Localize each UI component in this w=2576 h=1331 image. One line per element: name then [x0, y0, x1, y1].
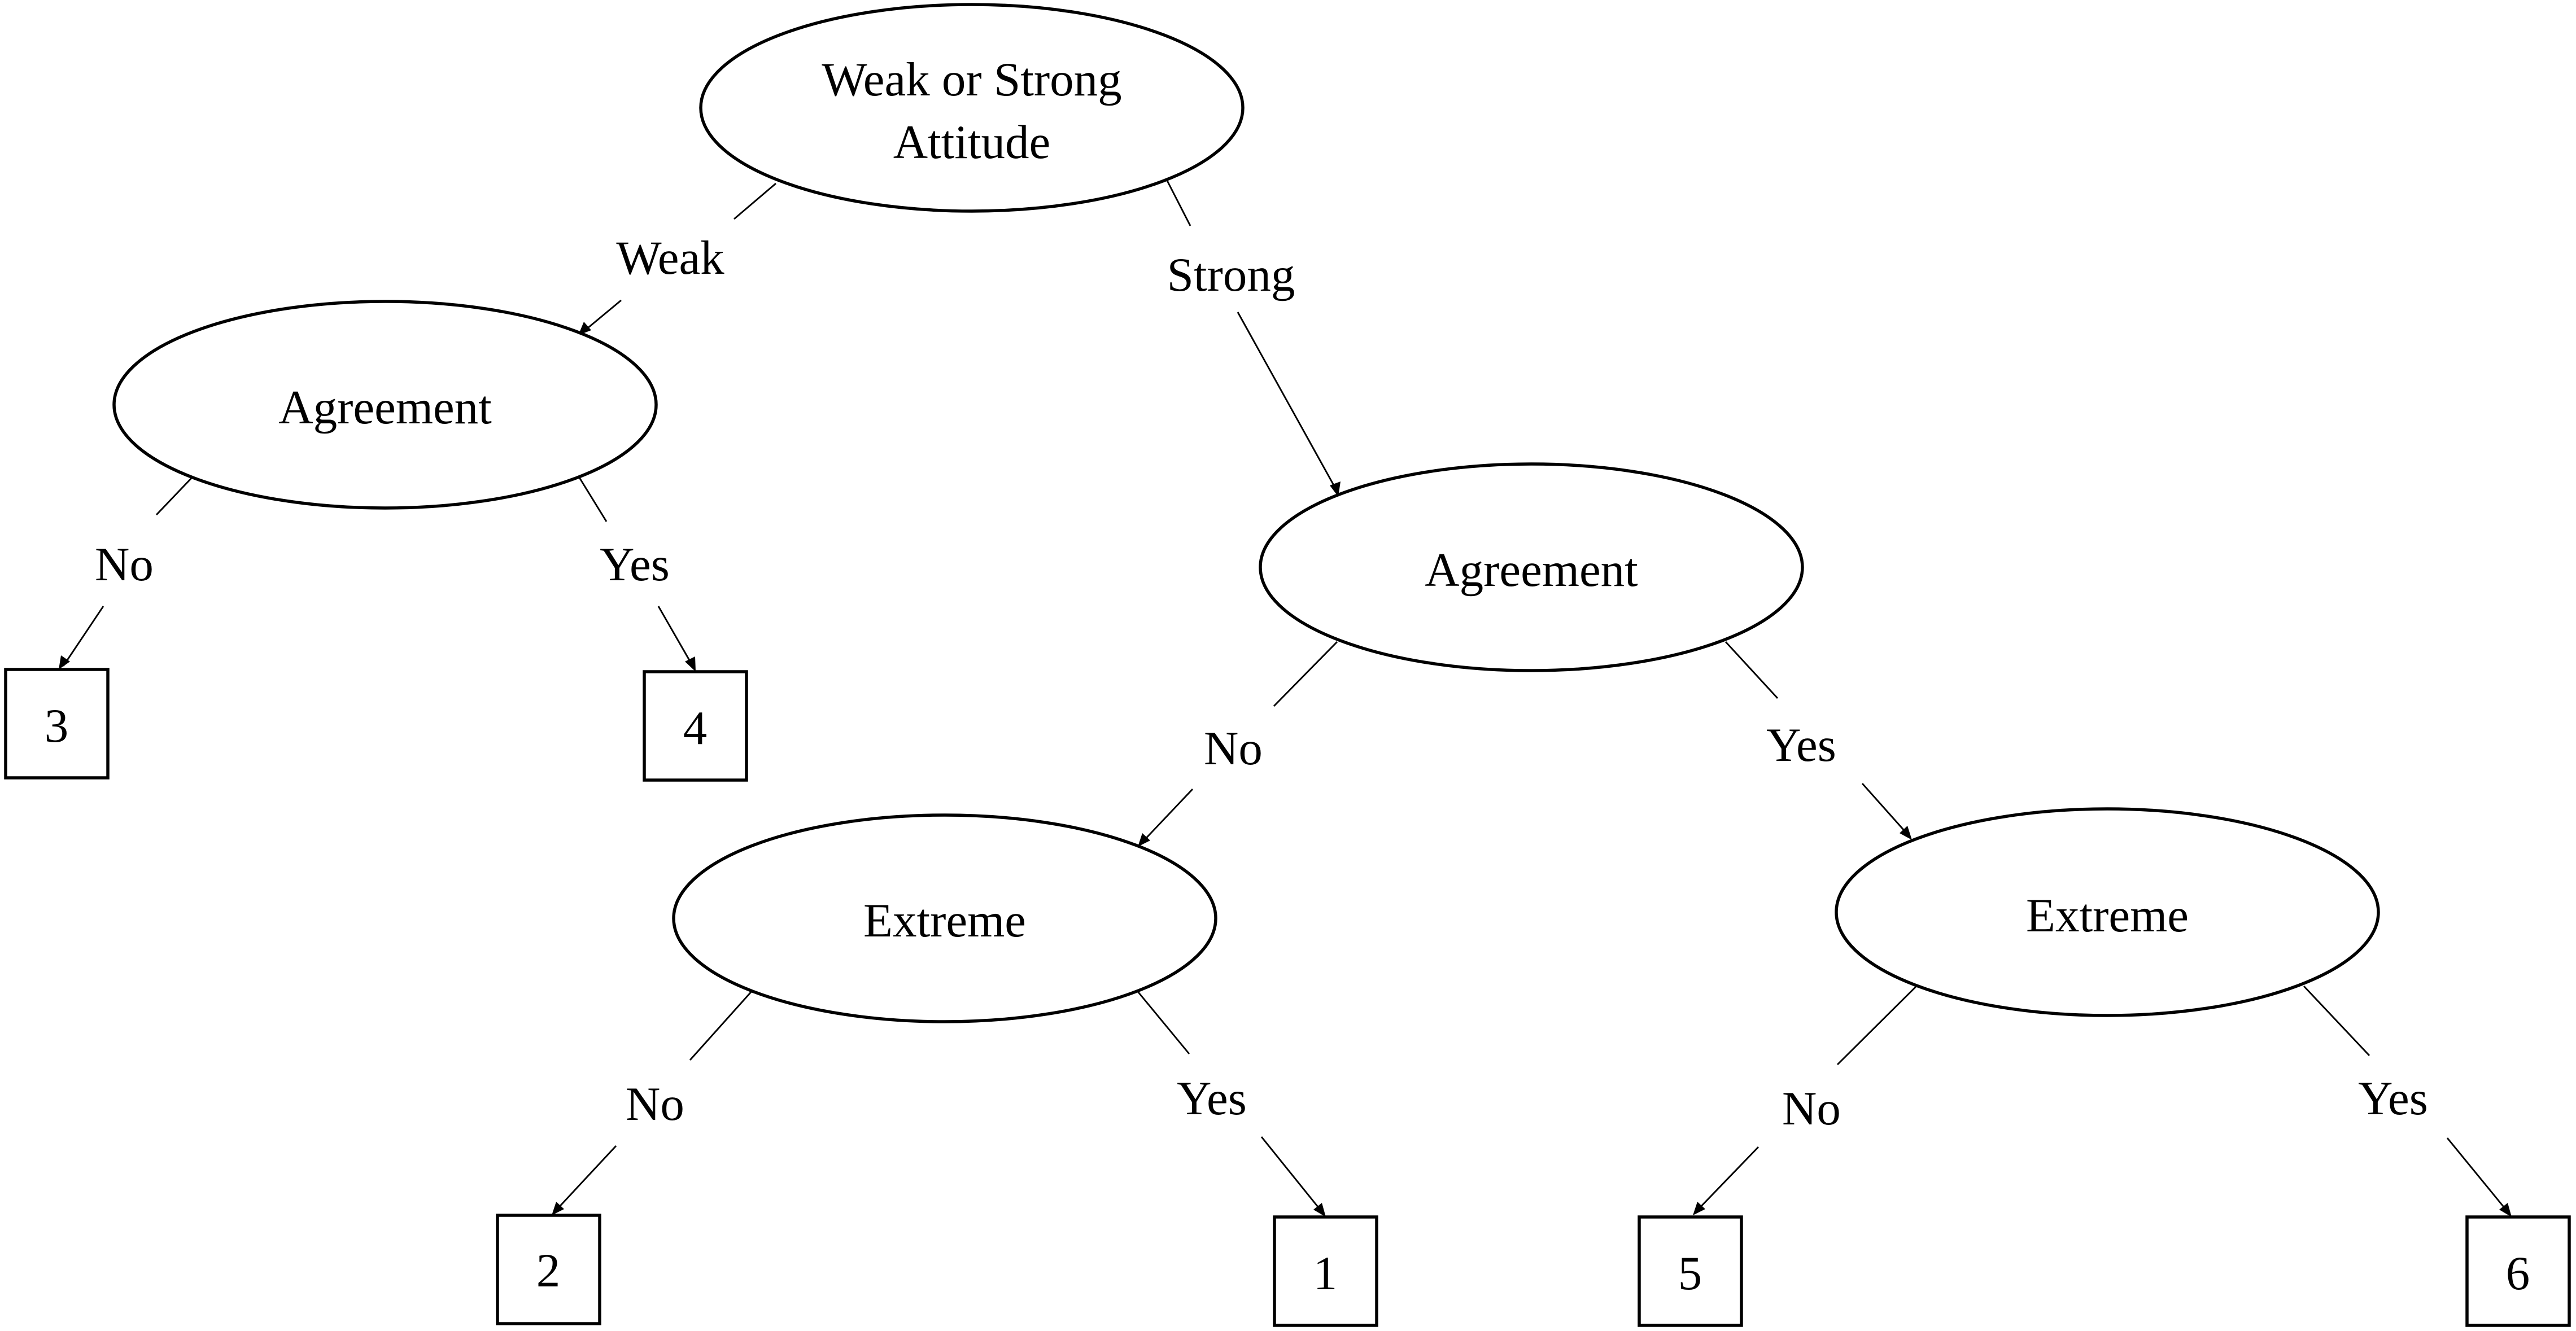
edge-label-weak-no: No [95, 538, 154, 591]
node-root-label-line2: Attitude [893, 116, 1051, 169]
edge-root-strong-lower [1237, 312, 1339, 494]
edge-strong-yes-lower [1861, 783, 1910, 836]
leaf-5-box [1638, 1215, 1743, 1327]
leaf-4: 4 [643, 670, 748, 782]
leaf-6-box [2465, 1215, 2571, 1327]
edge-weak-no-arrowhead [59, 655, 70, 669]
edge-weak-yes-upper [578, 477, 608, 522]
edge-ext1-no-arrowhead [552, 1202, 564, 1215]
leaf-3-label: 3 [45, 699, 69, 752]
leaf-3-box [4, 668, 110, 780]
edge-root-weak-lower [584, 299, 622, 332]
node-strong-agreement-ellipse [1259, 462, 1804, 672]
node-extreme-strong-no: Extreme [672, 813, 1217, 1023]
edge-label-strong: Strong [1167, 248, 1295, 301]
edge-label-weak: Weak [616, 231, 724, 284]
node-root-ellipse [699, 3, 1245, 213]
edge-weak-no-lower [62, 606, 104, 667]
edge-weak-yes-arrowhead [685, 656, 696, 672]
leaf-1: 1 [1273, 1215, 1378, 1327]
edge-weak-yes-lower [657, 606, 695, 668]
edge-strong-yes-upper [1724, 641, 1779, 699]
node-extreme-strong-no-label: Extreme [863, 894, 1026, 947]
edge-weak-no-upper [155, 476, 193, 516]
leaf-5: 5 [1638, 1215, 1743, 1327]
leaf-5-label: 5 [1678, 1247, 1702, 1300]
edge-label-ext2-no: No [1782, 1082, 1841, 1135]
leaf-1-label: 1 [1313, 1247, 1338, 1300]
edge-ext1-no-lower [554, 1145, 617, 1212]
leaf-3: 3 [4, 668, 110, 780]
edge-label-ext1-yes: Yes [1177, 1072, 1247, 1125]
leaf-2-label: 2 [536, 1244, 561, 1297]
node-extreme-strong-yes: Extreme [1835, 807, 2380, 1017]
edge-label-weak-yes: Yes [600, 538, 670, 591]
node-extreme-strong-no-ellipse [672, 813, 1217, 1023]
edge-ext1-yes-lower [1260, 1136, 1324, 1213]
node-weak-agreement: Agreement [112, 300, 658, 510]
leaf-4-box [643, 670, 748, 782]
edge-ext1-yes-arrowhead [1313, 1203, 1326, 1217]
edge-strong-no-arrowhead [1138, 833, 1150, 847]
edge-label-strong-yes: Yes [1766, 719, 1836, 772]
edge-root-strong-arrowhead [1330, 481, 1341, 497]
edge-strong-no-lower [1141, 789, 1194, 843]
node-weak-agreement-label: Agreement [278, 381, 492, 434]
edge-ext1-no-upper [689, 989, 754, 1061]
leaf-1-box [1273, 1215, 1378, 1327]
node-strong-agreement-label: Agreement [1425, 544, 1638, 597]
edge-ext2-no-lower [1695, 1146, 1759, 1212]
edge-root-strong-upper [1166, 180, 1191, 226]
node-weak-agreement-ellipse [112, 300, 658, 510]
edge-strong-yes-arrowhead [1900, 826, 1912, 840]
edge-ext2-yes-lower [2446, 1137, 2509, 1213]
edge-ext2-yes-upper [2303, 986, 2370, 1056]
edge-root-weak-upper [733, 182, 776, 220]
edge-ext2-no-upper [1836, 985, 1918, 1066]
node-extreme-strong-yes-label: Extreme [2026, 889, 2189, 942]
node-extreme-strong-yes-ellipse [1835, 807, 2380, 1017]
leaf-2-box [496, 1214, 601, 1325]
edge-ext2-no-arrowhead [1693, 1202, 1705, 1215]
edge-label-strong-no: No [1204, 722, 1263, 775]
leaf-6: 6 [2465, 1215, 2571, 1327]
edge-strong-no-upper [1273, 641, 1338, 707]
leaf-6-label: 6 [2506, 1247, 2530, 1300]
edge-ext2-yes-arrowhead [2499, 1203, 2512, 1217]
edge-ext1-yes-upper [1135, 989, 1190, 1054]
leaf-2: 2 [496, 1214, 601, 1325]
leaf-4-label: 4 [683, 702, 708, 755]
node-strong-agreement: Agreement [1259, 462, 1804, 672]
node-root: Weak or Strong Attitude [699, 3, 1245, 213]
edge-label-ext2-yes: Yes [2358, 1072, 2428, 1125]
node-root-label-line1: Weak or Strong [822, 53, 1121, 106]
edge-label-ext1-no: No [626, 1078, 684, 1131]
